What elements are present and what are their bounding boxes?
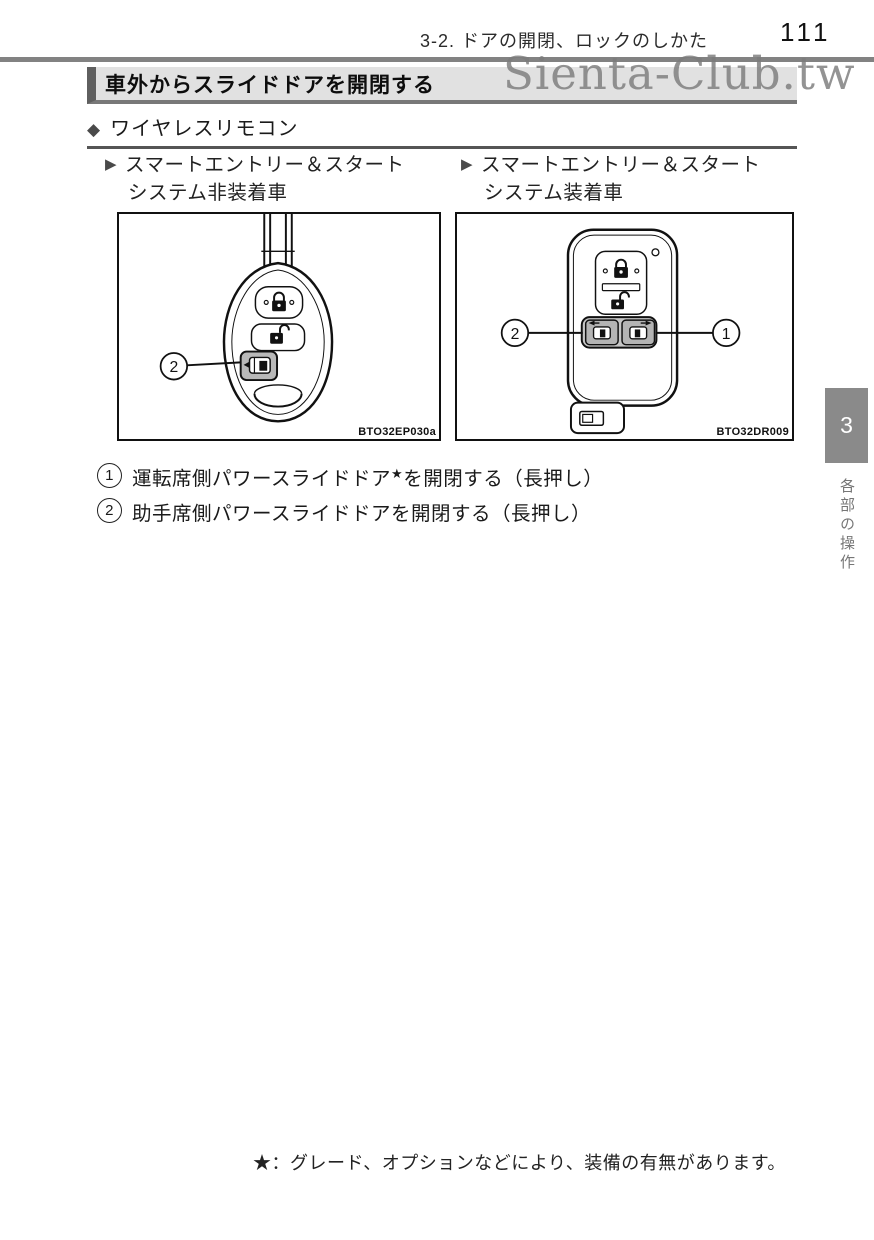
slide-door-buttons [580, 316, 658, 349]
closed-padlock-icon [273, 291, 285, 301]
lock-unlock-panel [594, 250, 648, 315]
smart-keyfob-drawing: 2 1 [500, 228, 741, 435]
figure-code: BTO32EP030a [358, 426, 436, 438]
circled-number: 2 [97, 498, 122, 523]
door-icon [599, 329, 606, 338]
instruction-item-1: 1 運転席側パワースライドドア★を開閉する（長押し） [97, 462, 603, 491]
unlock-button [250, 323, 306, 352]
key-blade [261, 214, 295, 267]
figure-code: BTO32DR009 [716, 426, 789, 438]
instruction-text-pre: 運転席側パワースライドドア [132, 468, 392, 490]
heading-text: スマートエントリー＆スタート [125, 154, 405, 176]
fob-body-inner-line [572, 234, 673, 401]
footnote: ★：グレード、オプションなどにより、装備の有無があります。 [253, 1153, 786, 1173]
diamond-icon: ◆ [87, 120, 102, 139]
watermark-text: Sienta-Club.tw [503, 47, 856, 100]
subsection-heading: ◆ ワイヤレスリモコン [87, 112, 298, 141]
arrow-left-icon [588, 320, 595, 326]
closed-padlock-icon [615, 258, 627, 268]
instruction-text: 助手席側パワースライドドアを開閉する（長押し） [132, 503, 592, 525]
callout-number: 1 [722, 326, 731, 343]
column-heading-without-smart-entry: ▶ スマートエントリー＆スタート システム非装着車 [105, 151, 404, 207]
heading-line2: システム非装着車 [128, 182, 288, 204]
mechanical-key-release [569, 401, 625, 435]
classic-keyfob-drawing: 2 [159, 214, 334, 423]
led-indicator-icon [651, 248, 660, 257]
chapter-tab: 3 [825, 388, 868, 463]
dot-icon [263, 299, 269, 305]
figure-smart-remote: 2 1 BTO32DR009 [455, 212, 794, 441]
triangle-bullet-icon: ▶ [461, 156, 474, 173]
star-icon: ★ [391, 466, 404, 481]
callout-2: 2 [500, 318, 583, 348]
slide-door-button [239, 350, 279, 382]
dot-icon [602, 268, 608, 274]
section-title-bar: 車外からスライドドアを開閉する [87, 67, 797, 104]
divider-slot [601, 283, 641, 292]
instruction-item-2: 2 助手席側パワースライドドアを開閉する（長押し） [97, 497, 591, 526]
lock-button [254, 285, 304, 319]
column-heading-with-smart-entry: ▶ スマートエントリー＆スタート システム装着車 [461, 151, 760, 207]
heading-line: ▶ スマートエントリー＆スタート [105, 151, 404, 179]
chapter-number: 3 [840, 412, 853, 438]
chapter-label-vertical: 各部の操作 [838, 478, 855, 573]
triangle-bullet-icon: ▶ [105, 156, 118, 173]
heading-line2: システム装着車 [484, 182, 624, 204]
subsection-title: ワイヤレスリモコン [110, 118, 299, 140]
callout-number: 2 [169, 359, 178, 376]
door-icon [259, 360, 268, 371]
callout-2: 2 [159, 352, 241, 381]
heading-text: スマートエントリー＆スタート [481, 154, 761, 176]
header-divider [0, 57, 874, 62]
key-ring-slot [253, 384, 303, 408]
circled-number: 1 [97, 463, 122, 488]
heading-line: ▶ スマートエントリー＆スタート [461, 151, 760, 179]
arrow-right-icon [645, 320, 652, 326]
door-icon [634, 329, 641, 338]
section-title: 車外からスライドドアを開閉する [105, 73, 435, 97]
fob-body-inner-line [231, 269, 325, 415]
arrow-left-icon [243, 361, 250, 368]
subsection-divider [87, 146, 797, 149]
breadcrumb: 3-2. ドアの開閉、ロックのしかた [420, 31, 709, 51]
page-number: 111 [780, 17, 832, 47]
instruction-text-post: を開閉する（長押し） [403, 468, 604, 490]
figure-classic-remote: 2 BTO32EP030a [117, 212, 441, 441]
dot-icon [289, 299, 295, 305]
callout-1: 1 [655, 318, 741, 348]
instruction-text: 運転席側パワースライドドア★を開閉する（長押し） [132, 462, 603, 491]
callout-number: 2 [511, 326, 520, 343]
dot-icon [634, 268, 640, 274]
